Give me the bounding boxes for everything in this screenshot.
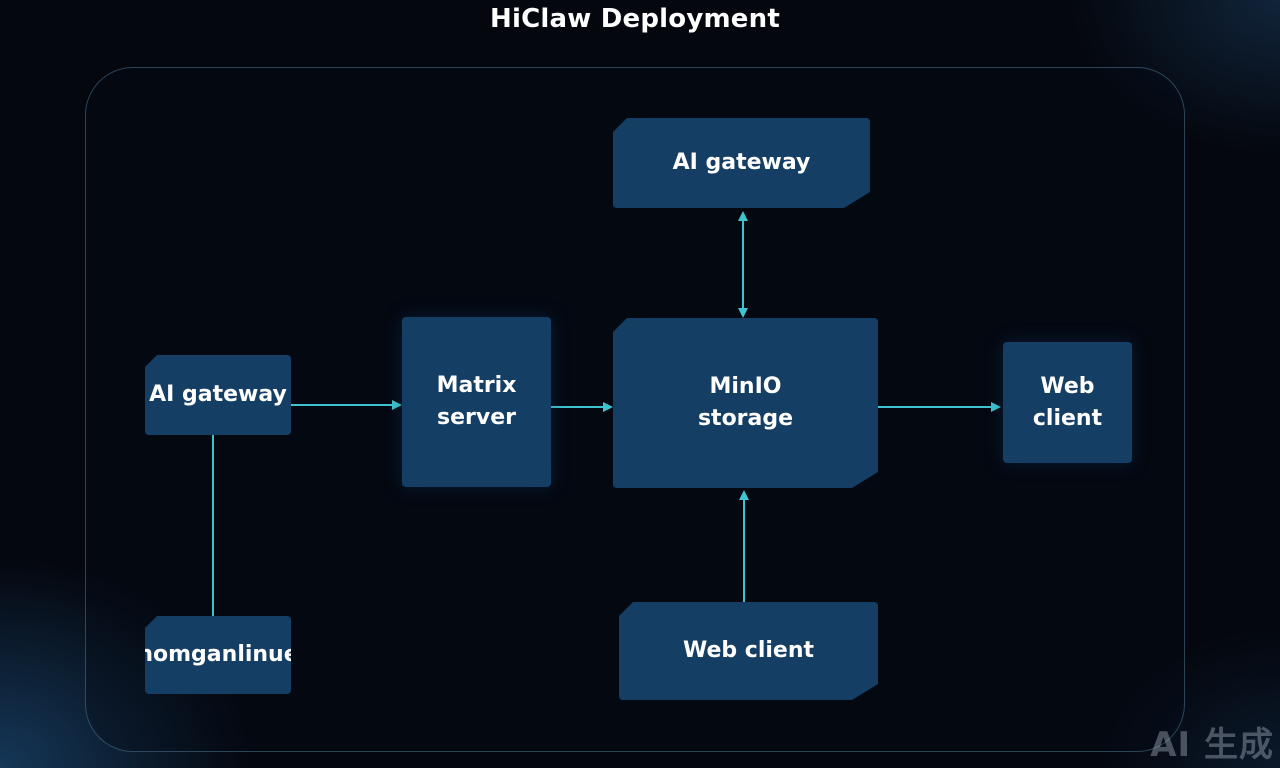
node-minio-storage-label: MinIO storage: [697, 374, 794, 431]
node-nomganlinue: nomganlinue: [145, 616, 291, 694]
node-ai-gateway-top-label: AI gateway: [672, 150, 811, 176]
node-ai-gateway-left: AI gateway: [145, 355, 291, 435]
node-web-client-right-label: Web client: [1032, 373, 1103, 431]
watermark-label: AI 生成: [1150, 725, 1274, 765]
node-web-client-right: Web client: [1003, 342, 1132, 463]
node-matrix-server: Matrix server: [402, 317, 551, 487]
node-minio-storage: MinIO storage: [613, 318, 878, 488]
node-web-client-bottom-label: Web client: [682, 638, 815, 664]
node-ai-gateway-top: AI gateway: [613, 118, 870, 208]
diagram-title: HiClaw Deployment: [490, 4, 780, 34]
node-web-client-bottom: Web client: [619, 602, 878, 700]
node-matrix-server-label: Matrix server: [436, 373, 517, 430]
node-ai-gateway-left-label: AI gateway: [149, 382, 287, 408]
node-nomganlinue-label: nomganlinue: [137, 642, 299, 668]
